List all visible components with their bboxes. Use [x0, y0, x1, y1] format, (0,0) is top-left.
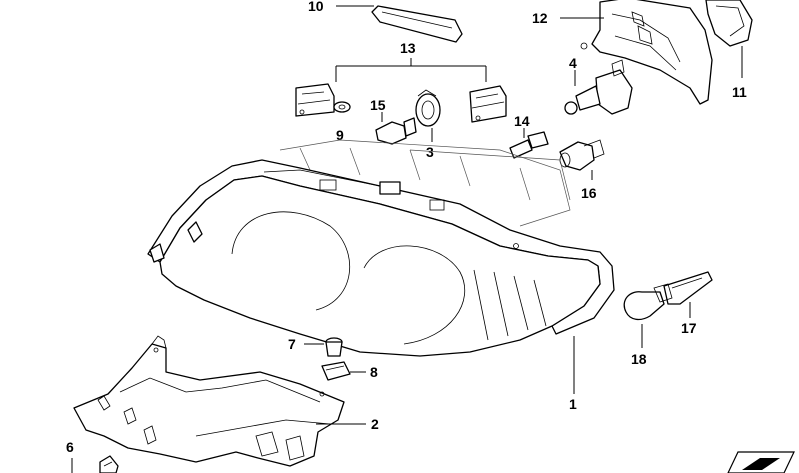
part-11-cover-seal: 11	[705, 0, 753, 100]
callout-10: 10	[308, 0, 324, 14]
callout-17: 17	[681, 320, 697, 336]
callout-13: 13	[400, 40, 416, 56]
part-10-trim-strip: 10	[308, 0, 463, 43]
corner-logo-mark	[727, 451, 795, 473]
part-2-support-bracket: 2	[73, 335, 379, 467]
part-4-bulb: 4	[564, 55, 633, 115]
callout-12: 12	[532, 10, 548, 26]
callout-1: 1	[569, 396, 577, 412]
callout-11: 11	[732, 84, 747, 100]
callout-3: 3	[426, 144, 434, 160]
part-18-bulb: 18	[623, 283, 673, 367]
callout-7: 7	[288, 336, 296, 352]
callout-14: 14	[514, 113, 530, 129]
callout-18: 18	[631, 351, 647, 367]
part-17-socket: 17	[663, 271, 713, 336]
part-3-clip: 3	[415, 89, 441, 160]
callout-16: 16	[581, 185, 597, 201]
part-7-screw: 7	[288, 336, 343, 357]
callout-9: 9	[336, 127, 344, 143]
part-13-brackets: 13	[295, 40, 507, 123]
callout-4: 4	[569, 55, 577, 71]
part-12-rear-cover: 12	[532, 0, 713, 105]
part-1-headlight: 1	[147, 139, 615, 412]
callout-6: 6	[66, 439, 74, 455]
part-9-washer: 9	[333, 101, 351, 143]
part-16-bulb: 16	[559, 139, 605, 201]
part-6-clip: 6	[66, 439, 119, 473]
callout-2: 2	[371, 416, 379, 432]
part-8-nut-clip: 8	[321, 361, 378, 381]
callout-8: 8	[370, 364, 378, 380]
callout-15: 15	[370, 97, 386, 113]
part-15-connector: 15	[370, 97, 417, 145]
part-14-small-bulb: 14	[509, 113, 549, 159]
